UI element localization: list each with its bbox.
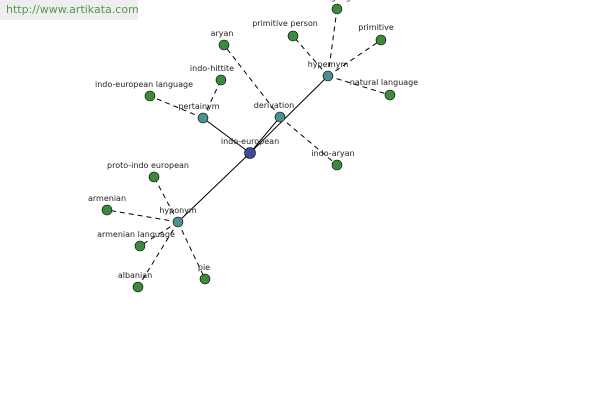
edge-hyponym-albanian: [137, 221, 179, 288]
edge-indo-european-pertainym: [202, 117, 251, 154]
node-pie[interactable]: pie: [198, 263, 211, 285]
node-circle[interactable]: [218, 39, 230, 51]
edge-hypernym-language-top: [327, 8, 338, 77]
edge-indo-european-hypernym: [249, 75, 329, 154]
node-label: hyponym: [159, 206, 197, 215]
node-label: hypernym: [308, 60, 349, 69]
node-label: proto-indo european: [107, 161, 189, 170]
node-natural-language[interactable]: natural language: [350, 78, 418, 101]
node-label: pie: [198, 263, 210, 272]
node-label: aryan: [211, 29, 234, 38]
edge-indo-european-derivation: [249, 116, 281, 154]
node-armenian-language[interactable]: armenian language: [97, 230, 175, 252]
node-label: primitive: [358, 23, 394, 32]
edge-pertainym-indo-european-language: [149, 95, 204, 119]
node-label: indo-aryan: [311, 149, 354, 158]
node-hyponym[interactable]: hyponym: [159, 206, 197, 228]
node-label: primitive person: [252, 19, 318, 28]
edge-indo-european-hyponym: [177, 152, 251, 223]
node-circle[interactable]: [274, 111, 286, 123]
site-watermark[interactable]: http://www.artikata.com: [0, 0, 138, 20]
edge-derivation-aryan: [223, 44, 281, 118]
node-label: indo-hittite: [190, 64, 234, 73]
edge-hypernym-natural-language: [327, 75, 391, 96]
node-label: albanian: [118, 271, 152, 280]
node-circle[interactable]: [134, 240, 146, 252]
node-circle[interactable]: [101, 204, 113, 216]
edge-hyponym-proto-indo-european: [153, 176, 179, 223]
node-language-top[interactable]: language: [318, 0, 356, 15]
node-circle[interactable]: [331, 3, 343, 15]
nodes-layer: indo-european pertainym derivation hypernym…: [88, 0, 418, 293]
node-pertainym[interactable]: pertainym: [178, 102, 220, 124]
node-aryan[interactable]: aryan: [211, 29, 234, 51]
node-proto-indo-european[interactable]: proto-indo european: [107, 161, 189, 183]
node-label: armenian language: [97, 230, 175, 239]
node-label: armenian: [88, 194, 126, 203]
edge-hyponym-armenian: [106, 209, 179, 223]
node-label: language: [318, 0, 355, 2]
node-circle[interactable]: [375, 34, 387, 46]
node-circle[interactable]: [144, 90, 156, 102]
node-primitive-person[interactable]: primitive person: [252, 19, 318, 42]
node-label: indo-european language: [95, 80, 193, 89]
node-label: natural language: [350, 78, 418, 87]
edge-hyponym-armenian-language: [139, 221, 179, 247]
node-derivation[interactable]: derivation: [254, 101, 294, 123]
node-indo-aryan[interactable]: indo-aryan: [311, 149, 355, 171]
edge-derivation-indo-aryan: [279, 116, 338, 166]
node-indo-hittite[interactable]: indo-hittite: [190, 64, 234, 86]
node-albanian[interactable]: albanian: [118, 271, 152, 293]
node-circle[interactable]: [244, 147, 256, 159]
node-armenian[interactable]: armenian: [88, 194, 126, 216]
edge-hypernym-primitive: [327, 39, 382, 77]
node-circle[interactable]: [331, 159, 343, 171]
node-indo-european[interactable]: indo-european: [221, 137, 279, 159]
edges-layer: [106, 8, 391, 288]
node-label: indo-european: [221, 137, 279, 146]
node-circle[interactable]: [197, 112, 209, 124]
node-circle[interactable]: [199, 273, 211, 285]
node-hypernym[interactable]: hypernym: [308, 60, 349, 82]
node-label: pertainym: [178, 102, 219, 111]
edge-hypernym-primitive-person: [292, 35, 329, 77]
edge-hyponym-pie: [177, 221, 206, 280]
node-circle[interactable]: [384, 89, 396, 101]
node-circle[interactable]: [172, 216, 184, 228]
node-circle[interactable]: [132, 281, 144, 293]
node-label: derivation: [254, 101, 294, 110]
node-primitive[interactable]: primitive: [358, 23, 394, 46]
edge-pertainym-indo-hittite: [202, 79, 222, 119]
node-circle[interactable]: [148, 171, 160, 183]
node-circle[interactable]: [287, 30, 299, 42]
node-circle[interactable]: [215, 74, 227, 86]
node-indo-european-language[interactable]: indo-european language: [95, 80, 193, 102]
node-circle[interactable]: [322, 70, 334, 82]
